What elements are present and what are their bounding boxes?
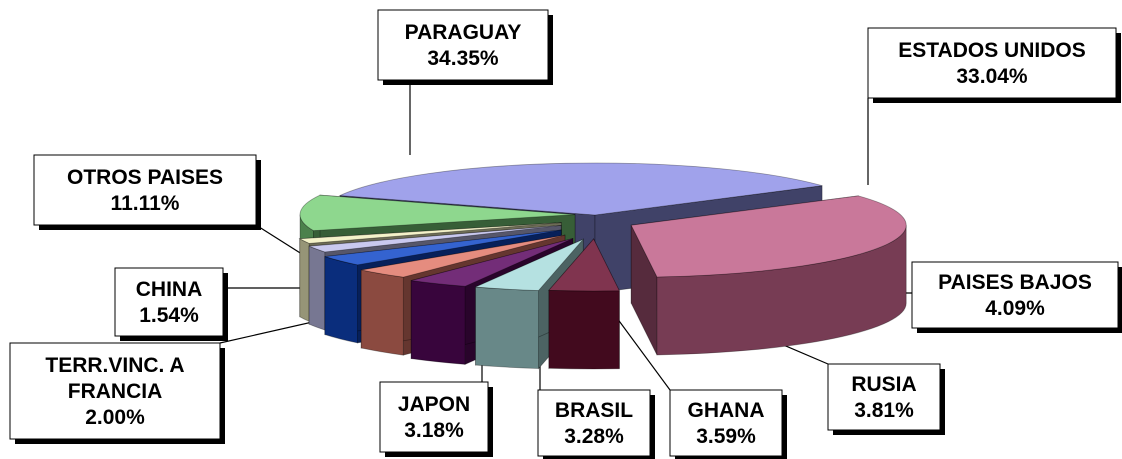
slice-name-rusia: RUSIA [851,373,916,396]
slice-value-ghana: 3.59% [696,425,756,448]
slice-name-paraguay: PARAGUAY [405,21,522,44]
slice-value-paraguay: 34.35% [427,47,499,70]
slice-name-terr-vinc-a-francia: TERR.VINC. A [45,354,184,377]
slice-name-otros-paises: OTROS PAISES [67,166,223,189]
data-label-paraguay: PARAGUAY 34.35% [377,9,553,85]
slice-name-terr-vinc-a-francia: FRANCIA [68,380,163,403]
slice-value-estados-unidos: 33.04% [956,65,1028,88]
slice-value-china: 1.54% [139,304,199,327]
slice-name-china: CHINA [136,278,203,301]
pie-slices [298,162,907,370]
pie-slice-estados-unidos [630,195,907,356]
slice-name-japon: JAPON [398,393,470,416]
data-label-terr-vinc-a-francia: TERR.VINC. A FRANCIA 2.00% [9,342,225,444]
data-label-china: CHINA 1.54% [114,267,228,341]
slice-name-ghana: GHANA [688,399,765,422]
slice-value-japon: 3.18% [404,419,464,442]
slice-value-rusia: 3.81% [854,399,914,422]
slice-name-brasil: BRASIL [555,399,633,422]
data-labels: PARAGUAY 34.35% ESTADOS UNIDOS 33.04% PAISES… [9,9,1122,459]
slice-name-paises-bajos: PAISES BAJOS [938,271,1092,294]
data-label-rusia: RUSIA 3.81% [827,363,945,435]
slice-value-terr-vinc-a-francia: 2.00% [85,406,145,429]
data-label-otros-paises: OTROS PAISES 11.11% [33,154,261,230]
pie-slice-paises-bajos [548,237,620,370]
data-label-estados-unidos: ESTADOS UNIDOS 33.04% [867,27,1121,103]
slice-name-estados-unidos: ESTADOS UNIDOS [898,39,1085,62]
data-label-brasil: BRASIL 3.28% [537,389,655,459]
slice-value-otros-paises: 11.11% [111,192,180,215]
pie-slice-rusia [475,238,584,370]
data-label-japon: JAPON 3.18% [379,381,493,457]
slice-value-brasil: 3.28% [564,425,624,448]
data-label-paises-bajos: PAISES BAJOS 4.09% [911,261,1122,333]
slice-value-paises-bajos: 4.09% [985,297,1045,320]
data-label-ghana: GHANA 3.59% [669,389,787,459]
